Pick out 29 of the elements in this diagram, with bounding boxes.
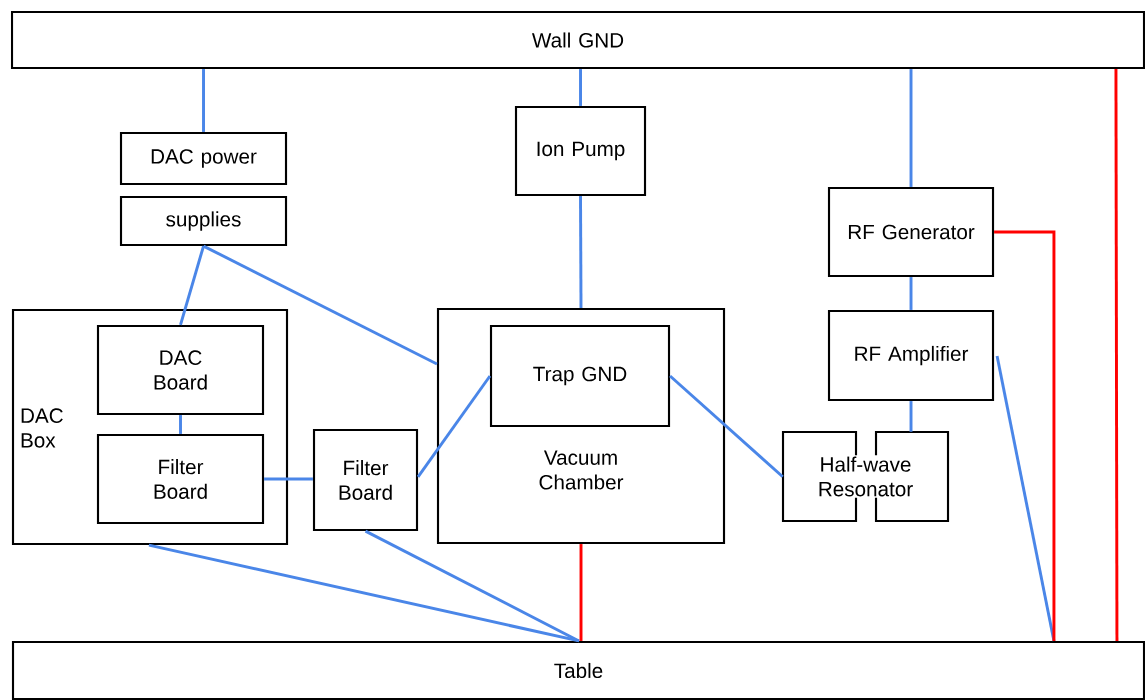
ground-bar: Table xyxy=(11,640,1145,700)
connector-line xyxy=(909,69,913,187)
connector-line xyxy=(179,245,205,326)
connector-line xyxy=(579,69,582,106)
connector-line xyxy=(1114,69,1119,641)
connector-line xyxy=(202,69,205,132)
connector-line xyxy=(202,244,438,366)
connector-line xyxy=(994,230,1056,641)
process-box: supplies xyxy=(119,195,288,247)
process-box: DAC Board xyxy=(96,324,265,416)
connector-line xyxy=(579,544,583,641)
resonator-box: Half-wave Resonator xyxy=(781,430,950,523)
process-box: Filter Board xyxy=(96,433,265,525)
process-box: Trap GND xyxy=(489,324,671,428)
connector-line xyxy=(264,477,313,481)
process-box: Filter Board xyxy=(312,428,419,532)
connector-line xyxy=(148,543,580,643)
connector-line xyxy=(179,415,182,434)
connector-line xyxy=(364,529,580,643)
ground-bar: Wall GND xyxy=(10,10,1145,70)
connector-line xyxy=(669,374,784,478)
process-box: DAC power xyxy=(119,131,288,186)
connector-line xyxy=(909,277,913,310)
process-box: RF Generator xyxy=(827,186,995,278)
connector-line xyxy=(416,375,492,478)
connector-line xyxy=(579,196,583,308)
connector-line xyxy=(909,401,913,432)
process-box: Ion Pump xyxy=(514,105,647,197)
process-box: RF Amplifier xyxy=(827,309,995,402)
